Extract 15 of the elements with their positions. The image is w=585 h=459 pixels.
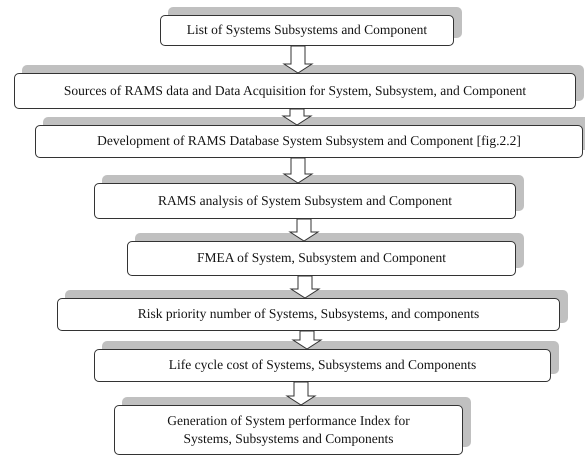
step-label: Risk priority number of Systems, Subsystems, and components (138, 305, 480, 324)
block-arrow (285, 382, 317, 406)
step-label: Sources of RAMS data and Data Acquisition for System, Subsystem, and Component (64, 82, 526, 100)
block-arrow (282, 158, 314, 184)
block-arrow (282, 46, 314, 74)
step-label: Development of RAMS Database System Subsystem and Component [fig.2.2] (97, 132, 521, 150)
step-label: Life cycle cost of Systems, Subsystems and Components (168, 356, 476, 374)
block-arrow (281, 108, 313, 126)
step-label: List of Systems Subsystems and Component (186, 21, 428, 40)
step-label: RAMS analysis of System Subsystem and Component (158, 192, 452, 210)
block-arrow (289, 276, 321, 299)
block-arrow (288, 218, 320, 242)
block-arrow (291, 330, 323, 350)
step-label: Generation of System performance Index for Systems, Subsystems and Components (166, 412, 411, 448)
step-label: FMEA of System, Subsystem and Component (196, 249, 446, 268)
